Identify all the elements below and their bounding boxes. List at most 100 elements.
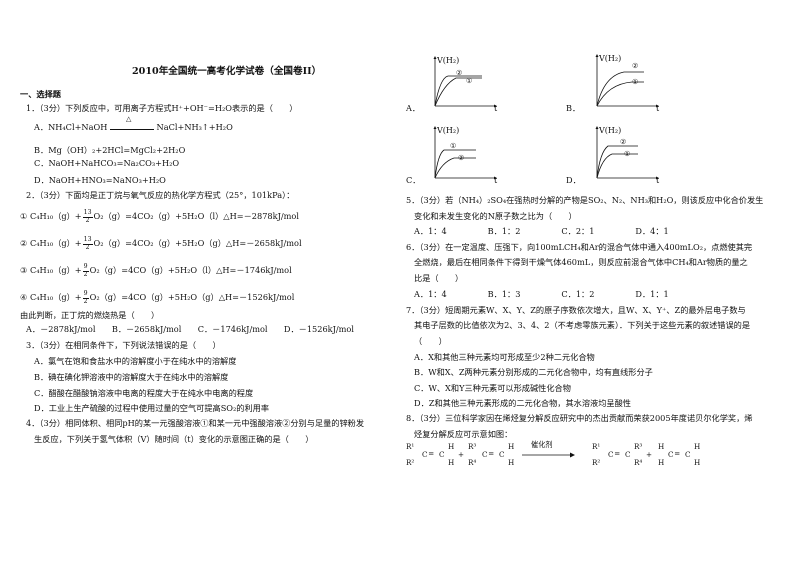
curve-label-1: ① (624, 150, 631, 158)
reaction-arrow-icon (522, 452, 575, 458)
graph-d-label: D． (566, 175, 581, 185)
h-label: H (658, 442, 665, 451)
q5-line-1: 5．（3分）若（NH₄）₂SO₄在强热时分解的产物是SO₂、N₂、NH₃和H₂O… (406, 195, 764, 205)
graph-c-label: C． (406, 175, 421, 185)
carbon-label: C (625, 450, 631, 459)
r2-label: R² (592, 458, 601, 467)
q1-stem: 1．（3分）下列反应中，可用离子方程式H⁺+OH⁻=H₂O表示的是（ ） (26, 103, 298, 113)
q5-line-2: 变化和未发生变化的N原子数之比为（ ） (414, 211, 577, 221)
q3-option-c: C．醋酸在醋酸钠溶液中电离的程度大于在纯水中电离的程度 (34, 388, 254, 398)
curve-label-2: ② (458, 154, 465, 162)
carbon-label: C (482, 450, 488, 459)
h-label: H (694, 442, 701, 451)
graph-d: V(H₂) t ② ① (582, 124, 662, 186)
graph-a-plot (433, 56, 497, 108)
q1-option-c: C．NaOH+NaHCO₃=Na₂CO₃+H₂O (34, 158, 180, 168)
graph-c-plot (433, 126, 497, 180)
q1-option-d: D．NaOH+HNO₃=NaNO₃+H₂O (34, 175, 166, 185)
curve-label-2: ② (620, 138, 627, 146)
r4-label: R⁴ (634, 458, 643, 467)
heat-triangle-icon: △ (125, 115, 132, 123)
graph-a-label: A． (406, 103, 421, 113)
graph-b: V(H₂) t ② ① (582, 52, 662, 114)
x-axis-label: t (494, 176, 498, 185)
r3-label: R³ (468, 442, 477, 451)
metathesis-diagram: R¹ R² C ═ C H H + R³ R⁴ C ═ C H H 催化剂 R¹… (406, 440, 701, 467)
q3-stem: 3．（3分）在相同条件下，下列说法错误的是（ ） (26, 340, 221, 350)
page-title: 2010年全国统一高考化学试卷（全国卷II） (132, 66, 322, 77)
q1-option-a-left: A．NH₄Cl+NaOH (34, 122, 108, 132)
plus-sign: + (646, 450, 653, 459)
carbon-label: C (685, 450, 691, 459)
q2-stem: 2．（3分）下面均是正丁烷与氧气反应的热化学方程式（25°，101kPa）： (26, 190, 295, 200)
q6-options: A．1：4 B．1：3 C．1：2 D．1：1 (414, 289, 669, 299)
section-heading: 一、选择题 (20, 89, 61, 99)
q6-line-2: 全燃烧，最后在相同条件下得到干燥气体460mL，则反应前混合气体中CH₄和Ar物… (414, 257, 748, 267)
q7-option-b: B．W和X、Z两种元素分别形成的二元化合物中，均有直线形分子 (414, 367, 653, 377)
q6-line-1: 6．（3分）在一定温度、压强下，向100mLCH₄和Ar的混合气体中通入400m… (406, 242, 753, 252)
curve-label-1: ① (466, 77, 473, 85)
graph-a: V(H₂) t ② ① (420, 54, 500, 116)
h-label: H (448, 442, 455, 451)
q5-options: A．1：4 B．1：2 C．2：1 D．4：1 (414, 226, 669, 236)
q8-line-2: 烃复分解反应可示意如图： (414, 429, 513, 439)
q2-judge: 由此判断，正丁烷的燃烧热是（ ） (20, 310, 160, 320)
graph-d-plot (595, 126, 659, 180)
q7-line-3: （ ） (414, 336, 447, 346)
q3-option-a: A．氯气在饱和食盐水中的溶解度小于在纯水中的溶解度 (34, 356, 237, 366)
q4-line-2: 生反应，下列关于氢气体积（V）随时间（t）变化的示意图正确的是（ ） (34, 434, 314, 444)
plus-sign: + (458, 450, 465, 459)
graph-b-label: B． (566, 103, 581, 113)
r3-label: R³ (634, 442, 643, 451)
graph-c: V(H₂) t ① ② (420, 124, 500, 186)
h-label: H (508, 442, 515, 451)
graph-b-plot (595, 54, 659, 108)
q1-option-a-right: NaCl+NH₃↑+H₂O (156, 122, 233, 132)
heat-arrow: △ (109, 115, 154, 130)
q1-option-a: A．NH₄Cl+NaOH △ NaCl+NH₃↑+H₂O (34, 115, 233, 133)
q7-option-a: A．X和其他三种元素均可形成至少2种二元化合物 (414, 352, 595, 362)
r4-label: R⁴ (468, 458, 477, 467)
q2-options: A．－2878kJ/mol B．－2658kJ/mol C．－1746kJ/mo… (26, 324, 354, 334)
carbon-label: C (422, 450, 428, 459)
y-axis-label: V(H₂) (599, 126, 622, 135)
r1-label: R¹ (592, 442, 601, 451)
h-label: H (508, 458, 515, 467)
curve-label-1: ① (632, 78, 639, 86)
q7-line-1: 7．（3分）短周期元素W、X、Y、Z的原子序数依次增大，且W、X、Y⁺、Z的最外… (406, 305, 746, 315)
y-axis-label: V(H₂) (437, 126, 460, 135)
q8-line-1: 8．（3分）三位科学家因在烯烃复分解反应研究中的杰出贡献而荣获2005年度诺贝尔… (406, 413, 753, 423)
curve-label-2: ② (456, 69, 463, 77)
q3-option-b: B．碘在碘化钾溶液中的溶解度大于在纯水中的溶解度 (34, 372, 229, 382)
catalyst-label: 催化剂 (531, 440, 553, 449)
carbon-label: C (668, 450, 674, 459)
h-label: H (694, 458, 701, 467)
y-axis-label: V(H₂) (599, 54, 622, 63)
y-axis-label: V(H₂) (437, 56, 460, 65)
carbon-label: C (499, 450, 505, 459)
curve-label-2: ② (632, 62, 639, 70)
x-axis-label: t (656, 176, 660, 185)
q3-option-d: D．工业上生产硫酸的过程中使用过量的空气可提高SO₂的利用率 (34, 403, 270, 413)
carbon-label: C (608, 450, 614, 459)
q4-line-1: 4．（3分）相同体积、相同pH的某一元强酸溶液①和某一元中强酸溶液②分别与足量的… (26, 418, 365, 428)
q7-option-d: D．Z和其他三种元素形成的二元化合物，其水溶液均呈酸性 (414, 398, 631, 408)
h-label: H (448, 458, 455, 467)
curve-label-1: ① (450, 142, 457, 150)
x-axis-label: t (656, 104, 660, 113)
q7-line-2: 其电子层数的比值依次为2、3、4、2（不考虑零族元素）．下列关于这些元素的叙述错… (414, 320, 751, 330)
r2-label: R² (406, 458, 415, 467)
x-axis-label: t (494, 104, 498, 113)
q7-option-c: C．W、X和Y三种元素可以形成碱性化合物 (414, 383, 571, 393)
q6-line-3: 比是（ ） (414, 273, 464, 283)
h-label: H (658, 458, 665, 467)
r1-label: R¹ (406, 442, 415, 451)
